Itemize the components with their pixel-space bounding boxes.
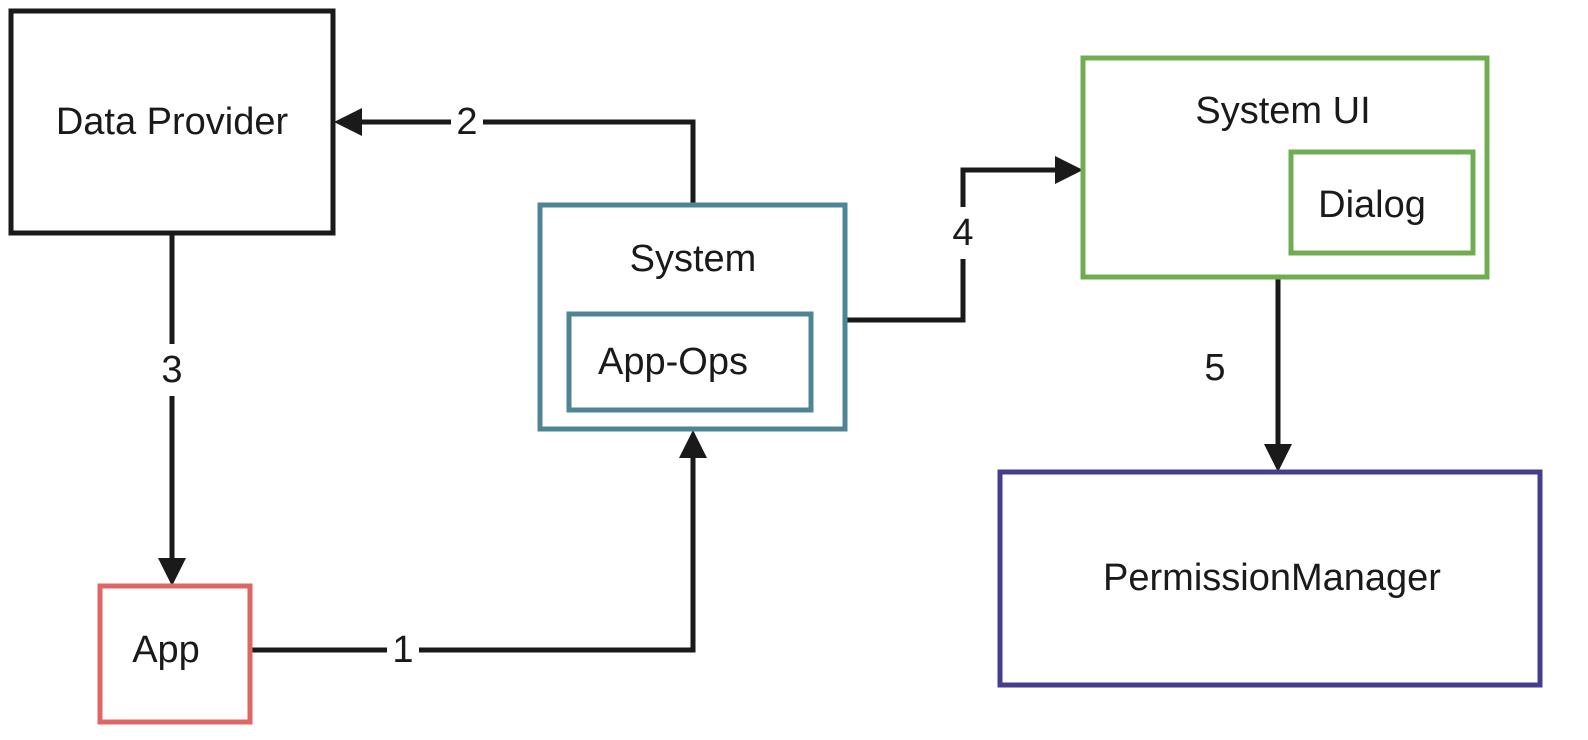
app-label: App [132,629,200,671]
edge-3-arrowhead [158,558,186,586]
edge-5-label: 5 [1204,347,1225,389]
node-dialog[interactable]: Dialog [1288,149,1476,256]
dialog-box[interactable] [1288,149,1476,256]
edge-2-label-backdrop [451,99,483,145]
node-permission-manager[interactable]: PermissionManager [997,469,1543,688]
edge-2-arrowhead [334,108,362,136]
edge-1-arrowhead [679,430,707,458]
dialog-label: Dialog [1318,184,1426,226]
edge-3-data-provider-to-app: 3 [156,233,188,586]
edge-1-label-backdrop [387,627,419,673]
edge-4-arrowhead [1055,156,1083,184]
edge-5-system-ui-to-permission-manager: 5 [1204,277,1292,472]
edge-2-label: 2 [456,101,477,143]
permission-manager-box[interactable] [997,469,1543,688]
permission-manager-label: PermissionManager [1103,557,1441,599]
app-ops-box[interactable] [566,311,814,413]
edge-1-app-to-system: 1 [250,430,707,673]
edges-layer: 1 2 3 4 [156,99,1292,673]
edge-4-label: 4 [952,212,973,254]
system-ui-label: System UI [1195,90,1370,132]
edge-2-system-to-data-provider: 2 [334,99,696,205]
app-box[interactable] [97,583,253,725]
node-app-ops[interactable]: App-Ops [566,311,814,413]
edge-4-label-backdrop [947,207,979,259]
edge-5-arrowhead [1264,444,1292,472]
node-app[interactable]: App [97,583,253,725]
nodes-layer: Data Provider System App-Ops System UI D… [8,8,1543,725]
data-provider-box[interactable] [8,8,336,236]
node-data-provider[interactable]: Data Provider [8,8,336,236]
edge-4-system-to-system-ui: 4 [845,156,1083,323]
data-provider-label: Data Provider [56,101,289,143]
edge-2-line [342,119,696,205]
edge-1-line [250,438,696,653]
edge-1-label: 1 [392,629,413,671]
system-label: System [630,238,757,280]
app-ops-label: App-Ops [598,341,748,383]
edge-3-label-backdrop [156,344,188,396]
edge-3-label: 3 [161,349,182,391]
